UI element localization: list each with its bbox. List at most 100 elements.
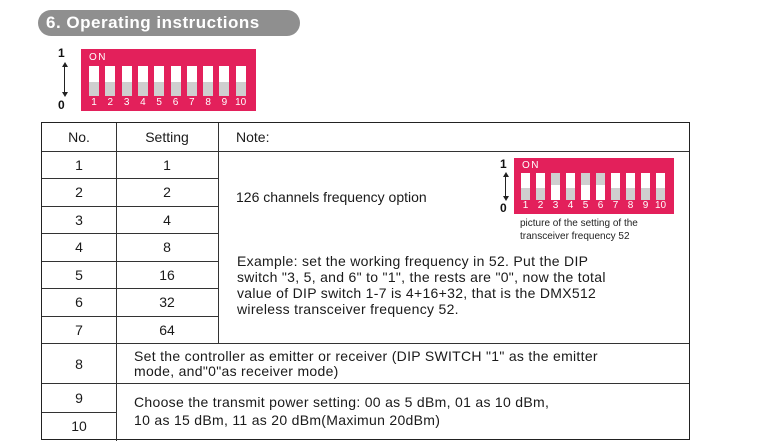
dip-switch-knob [536, 188, 545, 200]
dip-switch-number: 10 [235, 97, 247, 108]
dip-switch-number: 9 [221, 97, 228, 108]
dip-switch-knob [89, 82, 99, 96]
dip-switch-knob [186, 82, 197, 96]
section-title: 6. Operating instructions [46, 13, 260, 32]
dip-axis-one: 1 [58, 46, 65, 60]
dip-switch-knob [170, 82, 181, 96]
row-setting: 4 [163, 212, 171, 228]
dip-switch-slot [137, 66, 148, 96]
dip-switch-knob [121, 82, 132, 96]
col-divider [116, 383, 117, 441]
dip-switch-slot [626, 173, 635, 200]
dip-switch-number: 2 [107, 97, 114, 108]
row-divider [42, 343, 689, 344]
dip-switch-knob [235, 82, 246, 96]
dip-switch-knob [551, 173, 560, 185]
row-divider [42, 178, 218, 179]
dip-switch-knob [566, 188, 575, 200]
dip-switch-number: 7 [612, 200, 619, 211]
dip-switch-slot [641, 173, 650, 200]
example-line: switch "3, 5, and 6" to "1", the rests a… [237, 269, 606, 285]
row-no: 5 [75, 267, 83, 283]
row-no: 6 [75, 294, 83, 310]
dip-switch-number: 1 [522, 200, 529, 211]
col-divider [218, 123, 219, 343]
dip-switch-knob [581, 173, 590, 185]
example-line: Example: set the working frequency in 52… [237, 253, 589, 269]
row-divider [42, 412, 116, 413]
dip-switch-slot [656, 173, 665, 200]
dip-switch-slot [611, 173, 620, 200]
dip-switch-slot [89, 66, 99, 96]
dip-switch-slot [536, 173, 545, 200]
dip-switch-number: 5 [582, 200, 589, 211]
dip-switch-knob [137, 82, 148, 96]
dip-switch-knob [521, 188, 530, 200]
row-no: 3 [75, 212, 83, 228]
axis-line [505, 176, 506, 196]
dip-switch-number: 4 [567, 200, 574, 211]
dip-switch-number: 5 [156, 97, 162, 108]
row-no: 7 [75, 322, 83, 338]
example-note: Example: set the working frequency in 52… [237, 253, 682, 317]
header-no: No. [68, 129, 90, 145]
dip-axis-zero: 0 [58, 98, 65, 112]
dip-axis-zero: 0 [500, 201, 507, 215]
dip-switch-slot [219, 66, 230, 96]
row-setting: 1 [163, 157, 171, 173]
dip-switch-number: 6 [597, 200, 604, 211]
dip-switch-slot [596, 173, 605, 200]
arrow-up-icon [62, 62, 68, 67]
settings-table: No. Setting Note: 1 1 2 2 3 4 4 8 5 16 6… [41, 122, 690, 441]
dip-switch-slot [235, 66, 246, 96]
dip-switch-number: 8 [205, 97, 211, 108]
row-no: 9 [75, 390, 83, 406]
section-header: 6. Operating instructions [38, 10, 300, 36]
axis-line [64, 66, 65, 92]
header-note: Note: [236, 129, 270, 145]
dip-switch-slot [170, 66, 181, 96]
caption-line: transceiver frequency 52 [520, 231, 630, 242]
row-divider [42, 233, 218, 234]
dip-switch-slot [121, 66, 132, 96]
dip-switch-number: 6 [172, 97, 179, 108]
arrow-up-icon [503, 172, 509, 177]
dip-switch-slot [154, 66, 165, 96]
row-no: 10 [71, 418, 87, 434]
dip-switch-knob [626, 188, 635, 200]
dip-switch-slot [521, 173, 530, 200]
example-line: value of DIP switch 1-7 is 4+16+32, that… [237, 285, 597, 301]
example-line: wireless transceiver frequency 52. [237, 301, 459, 317]
dip-switch-slot [105, 66, 116, 96]
dip-switch-slot [186, 66, 197, 96]
row-setting: 16 [159, 267, 175, 283]
row-setting: 8 [163, 239, 171, 255]
dip-switch-knob [656, 188, 665, 200]
row-divider [42, 383, 689, 384]
dip-switch-slot [551, 173, 560, 200]
dip-switch-number: 1 [91, 97, 97, 108]
row-divider [42, 151, 689, 152]
dip-switch-number: 2 [537, 200, 544, 211]
arrow-down-icon [62, 92, 68, 97]
row8-note: Set the controller as emitter or receive… [134, 349, 684, 379]
dip-switch-slot [566, 173, 575, 200]
dip-switch-number: 10 [654, 200, 667, 211]
col-divider [116, 343, 117, 383]
dip-switch-slot [203, 66, 214, 96]
dip-switch-knob [203, 82, 214, 96]
row-no: 1 [75, 157, 83, 173]
dip-switch-number: 3 [123, 97, 130, 108]
dip-switch-slot [581, 173, 590, 200]
row-divider [42, 316, 218, 317]
row9-10-note-line: Choose the transmit power setting: 00 as… [134, 394, 550, 410]
channels-note: 126 channels frequency option [236, 189, 427, 205]
dip-switch-knob [641, 188, 650, 200]
dip-switch-number: 7 [189, 97, 195, 108]
arrow-down-icon [503, 196, 509, 201]
row-no: 2 [75, 184, 83, 200]
row-divider [42, 206, 218, 207]
caption-line: picture of the setting of the [520, 218, 638, 229]
